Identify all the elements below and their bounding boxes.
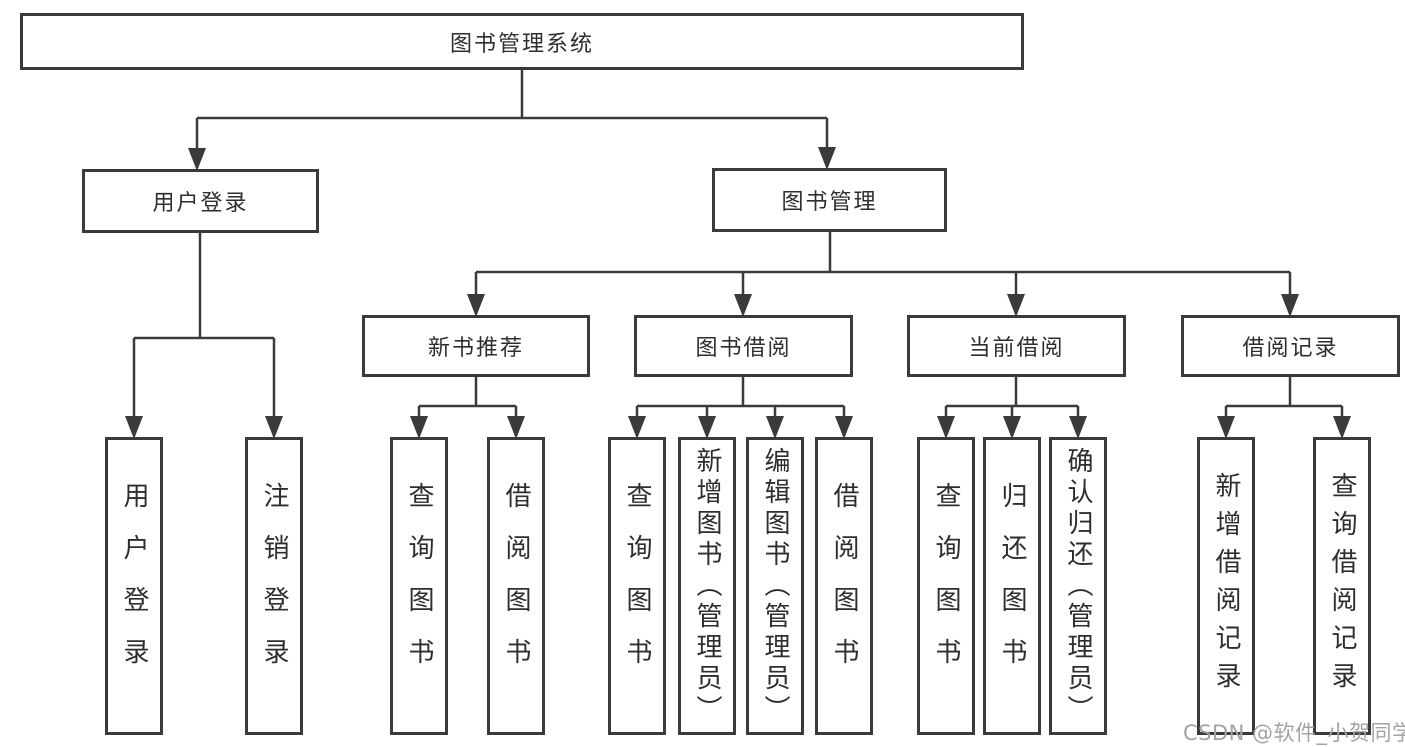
leaf-label: 借阅图书 bbox=[501, 482, 531, 690]
node-label: 新书推荐 bbox=[427, 336, 524, 361]
node-current-borrow: 当前借阅 bbox=[907, 315, 1126, 377]
leaf-label: 注销登录 bbox=[259, 482, 289, 690]
node-label: 用户登录 bbox=[152, 191, 249, 216]
leaf-label: 查询图书 bbox=[404, 482, 434, 690]
leaf-label: 查询图书 bbox=[622, 482, 652, 690]
leaf-label: 归还图书 bbox=[997, 482, 1027, 690]
leaf-query-books-current: 查询图书 bbox=[917, 437, 975, 735]
connector-newbooks-to-leaves bbox=[410, 377, 525, 439]
leaf-edit-books-admin: 编辑图书（管理员） bbox=[746, 437, 804, 735]
leaf-logout: 注销登录 bbox=[245, 437, 303, 735]
leaf-label: 查询借阅记录 bbox=[1327, 472, 1357, 700]
leaf-query-books-borrow: 查询图书 bbox=[608, 437, 666, 735]
leaf-query-books-recommend: 查询图书 bbox=[390, 437, 448, 735]
node-book-management: 图书管理 bbox=[712, 168, 947, 232]
connector-root-to-level1 bbox=[188, 70, 836, 171]
node-new-book-recommend: 新书推荐 bbox=[362, 315, 590, 377]
node-library-management-system: 图书管理系统 bbox=[20, 13, 1024, 70]
connector-borrow-to-leaves bbox=[628, 377, 853, 439]
leaf-label: 编辑图书（管理员） bbox=[760, 446, 790, 726]
node-label: 借阅记录 bbox=[1242, 336, 1339, 361]
csdn-watermark: CSDN @软件_小贺同学 bbox=[1183, 721, 1405, 745]
node-label: 当前借阅 bbox=[968, 336, 1065, 361]
leaf-confirm-return-admin: 确认归还（管理员） bbox=[1049, 437, 1107, 735]
node-user-login: 用户登录 bbox=[82, 169, 319, 233]
node-label: 图书借阅 bbox=[695, 336, 792, 361]
leaf-add-books-admin: 新增图书（管理员） bbox=[678, 437, 736, 735]
connector-bookmgmt-to-level2 bbox=[467, 232, 1299, 317]
leaf-label: 确认归还（管理员） bbox=[1063, 446, 1093, 726]
connector-current-to-leaves bbox=[937, 377, 1087, 439]
connector-records-to-leaves bbox=[1217, 377, 1351, 439]
leaf-add-borrow-record: 新增借阅记录 bbox=[1197, 437, 1255, 735]
node-label: 图书管理系统 bbox=[449, 31, 594, 57]
leaf-query-borrow-record: 查询借阅记录 bbox=[1313, 437, 1371, 735]
leaf-label: 新增借阅记录 bbox=[1211, 472, 1241, 700]
leaf-label: 用户登录 bbox=[119, 482, 149, 690]
node-book-borrow: 图书借阅 bbox=[634, 315, 853, 377]
leaf-label: 借阅图书 bbox=[829, 482, 859, 690]
leaf-label: 查询图书 bbox=[931, 482, 961, 690]
leaf-borrow-books-recommend: 借阅图书 bbox=[487, 437, 545, 735]
leaf-user-login: 用户登录 bbox=[105, 437, 163, 735]
node-borrow-records: 借阅记录 bbox=[1181, 315, 1400, 377]
leaf-label: 新增图书（管理员） bbox=[692, 446, 722, 726]
leaf-borrow-books: 借阅图书 bbox=[815, 437, 873, 735]
node-label: 图书管理 bbox=[781, 190, 878, 215]
connector-userlogin-to-leaves bbox=[125, 233, 283, 439]
leaf-return-books: 归还图书 bbox=[983, 437, 1041, 735]
